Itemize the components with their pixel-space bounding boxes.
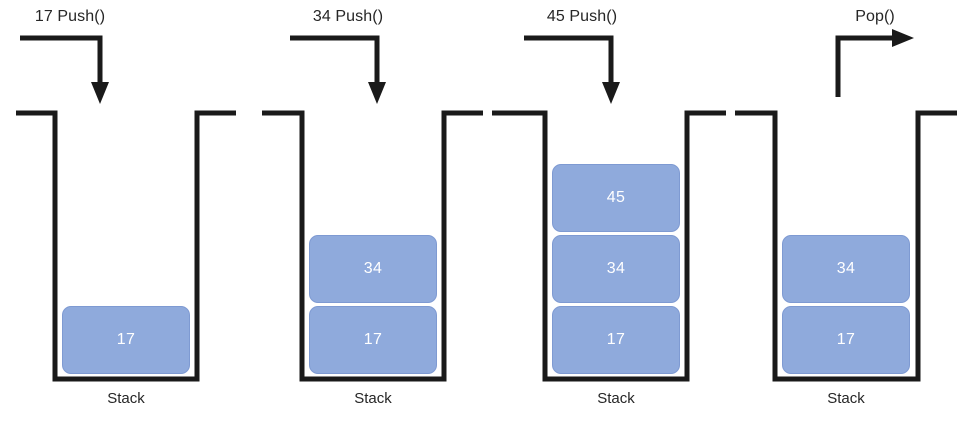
pop-arrow-4 bbox=[835, 29, 914, 97]
push-arrow-3 bbox=[524, 35, 620, 104]
stack-cell: 45 bbox=[552, 164, 680, 232]
stack-container-3 bbox=[492, 110, 726, 382]
stack-cell: 17 bbox=[309, 306, 437, 374]
stack-label-3: Stack bbox=[597, 390, 635, 407]
operation-label-1: 17 Push() bbox=[34, 8, 106, 25]
stack-label-2: Stack bbox=[354, 390, 392, 407]
stack-label-1: Stack bbox=[107, 390, 145, 407]
stack-label-4: Stack bbox=[827, 390, 865, 407]
operation-label-3: 45 Push() bbox=[546, 8, 618, 25]
push-arrow-1 bbox=[20, 35, 109, 104]
stack-cell: 34 bbox=[552, 235, 680, 303]
stack-container-2 bbox=[262, 110, 483, 382]
stack-cell: 34 bbox=[782, 235, 910, 303]
stack-cell: 17 bbox=[782, 306, 910, 374]
stack-container-4 bbox=[735, 110, 957, 382]
operation-label-2: 34 Push() bbox=[312, 8, 384, 25]
stack-container-1 bbox=[16, 110, 236, 382]
push-arrow-2 bbox=[290, 35, 386, 104]
operation-label-4: Pop() bbox=[855, 8, 895, 25]
stack-cell: 34 bbox=[309, 235, 437, 303]
stack-cell: 17 bbox=[552, 306, 680, 374]
stack-cell: 17 bbox=[62, 306, 190, 374]
